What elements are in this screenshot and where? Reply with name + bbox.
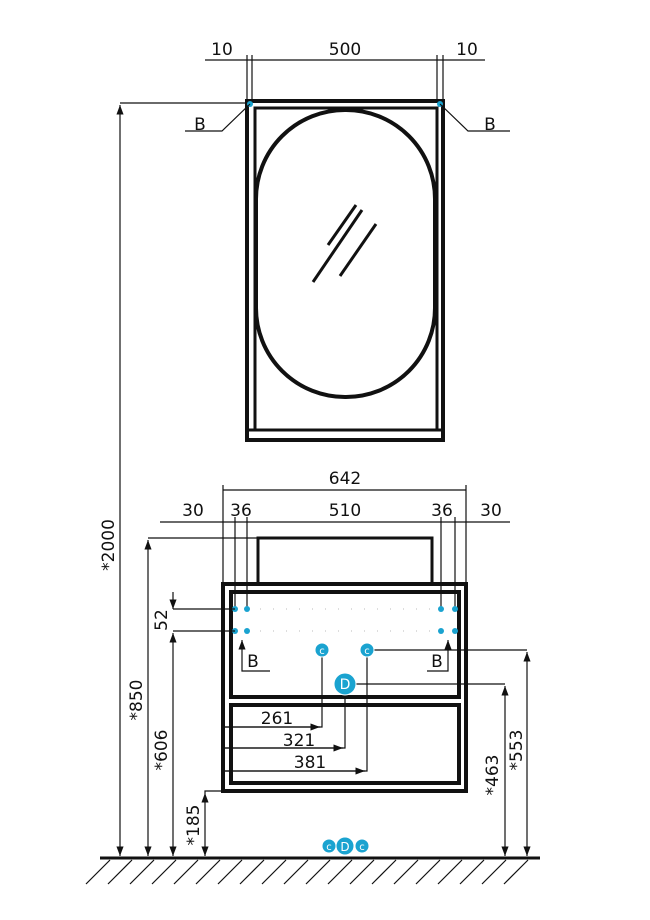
floor-hatch-line bbox=[393, 859, 419, 885]
floor-hatch-line bbox=[305, 859, 331, 885]
connection-offset-dimensions: 261 321 381 bbox=[225, 657, 368, 775]
floor-hatch-line bbox=[195, 859, 221, 885]
drain-marker: D bbox=[333, 672, 357, 696]
floor-hatch-line bbox=[459, 859, 485, 885]
section-label-right: B bbox=[484, 115, 496, 135]
dim-left-gap: 10 bbox=[211, 40, 233, 60]
dim-side-left: 30 bbox=[182, 501, 204, 521]
floor-hatch-line bbox=[349, 859, 375, 885]
dim-offset-261: 261 bbox=[261, 709, 293, 729]
dim-side-right: 30 bbox=[480, 501, 502, 521]
height-dimensions: *850 *606 *185 *463 *553 bbox=[127, 537, 531, 856]
mirror-frame bbox=[245, 99, 445, 442]
svg-text:c: c bbox=[319, 646, 325, 657]
mirror-oval bbox=[254, 108, 437, 399]
svg-text:c: c bbox=[326, 842, 332, 853]
washbasin bbox=[256, 536, 434, 584]
dim-offset-381: 381 bbox=[294, 753, 326, 773]
floor-hatch-line bbox=[261, 859, 287, 885]
dim-inner-width: 510 bbox=[329, 501, 361, 521]
mirror bbox=[245, 99, 445, 442]
dim-height-463: *463 bbox=[483, 755, 503, 796]
dim-mirror-width: 500 bbox=[329, 40, 361, 60]
total-height-dimension: *2000 bbox=[99, 102, 247, 856]
floor-hatch-line bbox=[85, 859, 111, 885]
floor-hatch-line bbox=[239, 859, 265, 885]
dim-hole-right: 36 bbox=[431, 501, 453, 521]
dim-hole-left: 36 bbox=[230, 501, 252, 521]
floor-hatch-line bbox=[283, 859, 309, 885]
hot-water-marker: c bbox=[359, 642, 375, 658]
cabinet-section-markers: B B bbox=[238, 640, 452, 672]
floor bbox=[85, 856, 540, 885]
dim-hole-spacing: 52 bbox=[152, 609, 172, 631]
cabinet-section-label-left: B bbox=[247, 652, 259, 672]
dim-height-185: *185 bbox=[184, 805, 204, 846]
floor-hatch-line bbox=[107, 859, 133, 885]
svg-text:D: D bbox=[340, 840, 349, 854]
floor-hatch-line bbox=[371, 859, 397, 885]
dim-height-553: *553 bbox=[507, 730, 527, 771]
cold-water-marker: c bbox=[314, 642, 330, 658]
dim-total-height: *2000 bbox=[99, 519, 119, 571]
mounting-holes: 52 bbox=[152, 592, 458, 634]
svg-text:D: D bbox=[340, 677, 351, 693]
floor-hatch-line bbox=[481, 859, 507, 885]
cabinet-width-dimensions: 642 30 36 510 36 30 bbox=[160, 469, 510, 609]
cabinet-section-label-right: B bbox=[431, 652, 443, 672]
floor-hatch-line bbox=[437, 859, 463, 885]
floor-hatch-line bbox=[217, 859, 243, 885]
dim-offset-321: 321 bbox=[283, 731, 315, 751]
floor-hatch-line bbox=[503, 859, 529, 885]
floor-hatch-line bbox=[415, 859, 441, 885]
dim-height-850: *850 bbox=[127, 680, 147, 721]
section-label-left: B bbox=[194, 115, 206, 135]
svg-text:c: c bbox=[359, 842, 365, 853]
svg-text:c: c bbox=[364, 646, 370, 657]
dim-height-606: *606 bbox=[152, 730, 172, 771]
glass-reflection-icon bbox=[311, 204, 378, 283]
mirror-section-markers: B B bbox=[185, 101, 510, 135]
mirror-width-dimension: 10 500 10 bbox=[205, 40, 485, 101]
floor-connection-markers: c c D bbox=[321, 836, 370, 856]
dim-right-gap: 10 bbox=[456, 40, 478, 60]
cabinet bbox=[221, 536, 468, 793]
floor-hatch-line bbox=[129, 859, 155, 885]
dim-overall-width: 642 bbox=[329, 469, 361, 489]
floor-hatch-line bbox=[151, 859, 177, 885]
cabinet-body bbox=[221, 582, 468, 793]
floor-hatch-line bbox=[173, 859, 199, 885]
floor-hatch-line bbox=[327, 859, 353, 885]
